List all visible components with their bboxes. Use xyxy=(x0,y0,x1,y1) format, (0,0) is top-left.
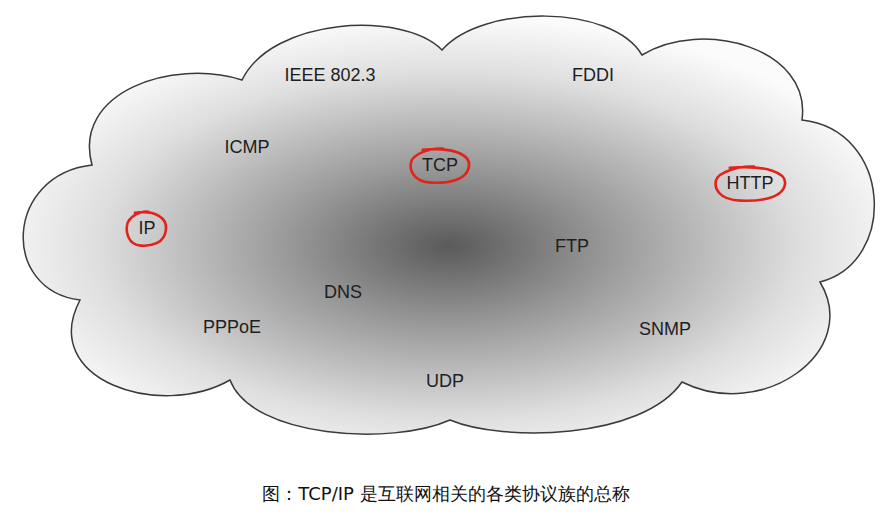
protocol-name: DNS xyxy=(324,282,362,304)
protocol-name: PPPoE xyxy=(203,317,261,339)
highlight-circle: TCP xyxy=(409,147,471,185)
protocol-name: ICMP xyxy=(225,137,270,159)
protocol-name: FDDI xyxy=(572,65,614,87)
protocol-name: UDP xyxy=(426,371,464,393)
protocol-name: TCP xyxy=(409,155,471,177)
highlight-circle: HTTP xyxy=(714,165,787,203)
protocol-name: IP xyxy=(125,218,168,240)
protocol-name: HTTP xyxy=(714,173,787,195)
protocol-cloud: IEEE 802.3 FDDI ICMP FTP DNS PPPoE SNMP UDP TCP H… xyxy=(0,0,892,445)
figure-caption: 图：TCP/IP 是互联网相关的各类协议族的总称 xyxy=(0,482,892,506)
cloud-outline xyxy=(23,16,874,434)
highlight-circle: IP xyxy=(125,210,168,248)
protocol-name: IEEE 802.3 xyxy=(284,65,375,87)
protocol-name: SNMP xyxy=(639,319,691,341)
protocol-name: FTP xyxy=(555,236,589,258)
